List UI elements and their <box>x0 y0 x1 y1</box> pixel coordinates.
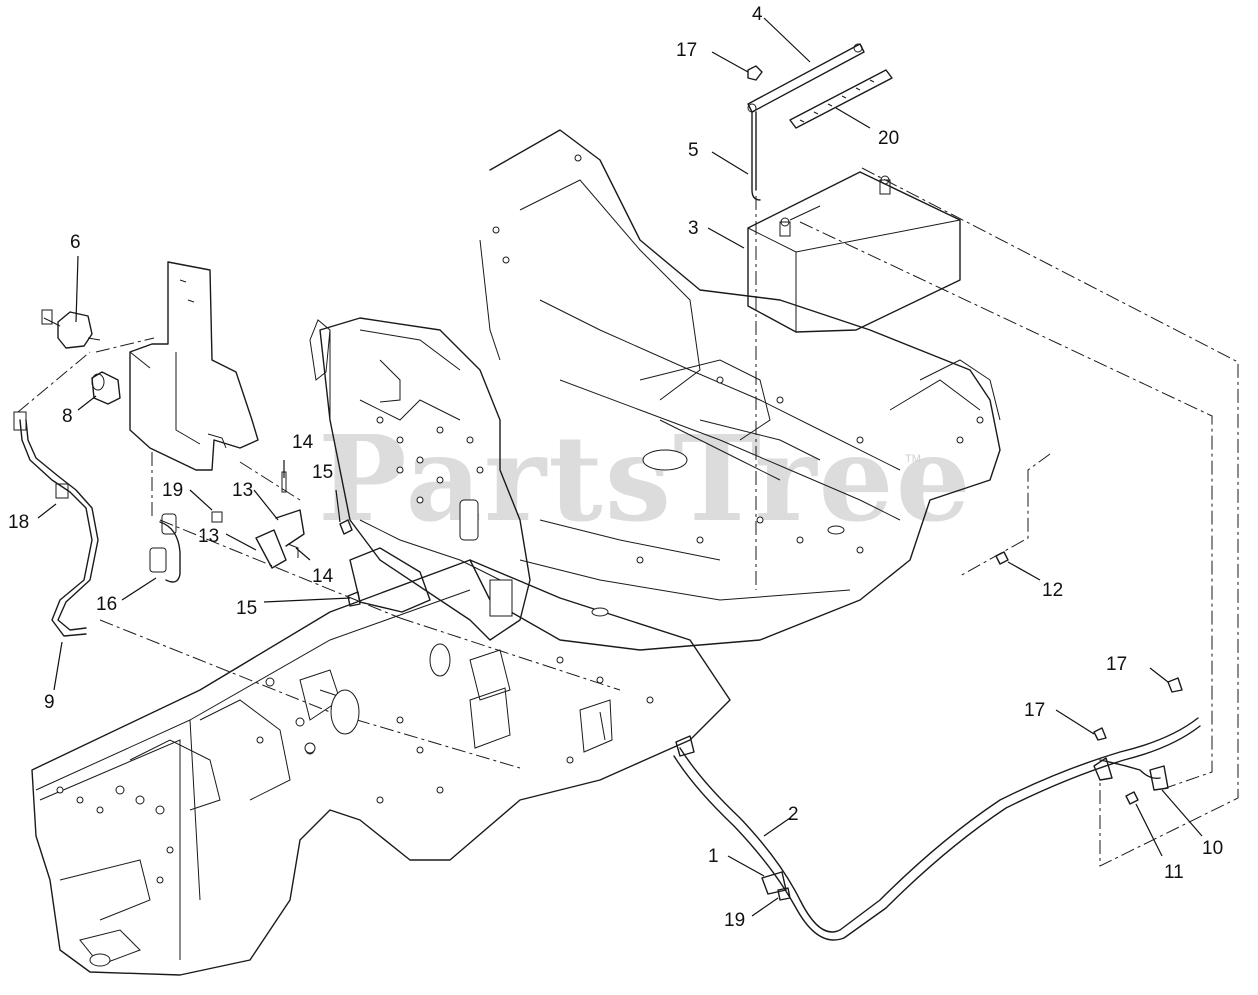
callout-18: 18 <box>8 512 29 533</box>
callout-8: 8 <box>62 406 73 427</box>
callout-17-top: 17 <box>676 40 697 61</box>
watermark-trademark: TM <box>905 453 921 465</box>
callout-9: 9 <box>44 692 55 713</box>
bracket-hardware <box>211 471 431 613</box>
callout-19-left: 19 <box>162 480 183 501</box>
callout-6: 6 <box>70 232 81 253</box>
callout-2: 2 <box>788 804 799 825</box>
battery <box>747 171 961 333</box>
battery-hold-down <box>747 43 893 201</box>
callout-10: 10 <box>1202 838 1223 859</box>
watermark-text: PartsTree <box>318 409 973 548</box>
leader-lines <box>37 17 1203 917</box>
nut-top <box>747 65 763 81</box>
bottom-hardware <box>761 677 1183 901</box>
callout-17-right: 17 <box>1106 654 1127 675</box>
callout-11: 11 <box>1164 862 1184 883</box>
callout-15-lower: 15 <box>236 598 257 619</box>
assembly-phantom-lines <box>17 167 1239 867</box>
callout-4: 4 <box>752 4 763 25</box>
main-frame <box>31 559 731 976</box>
callout-19-bottom: 19 <box>724 910 745 931</box>
switch-8 <box>91 371 121 405</box>
upper-frame <box>469 129 1001 651</box>
cable-18 <box>13 411 99 637</box>
cable-16 <box>149 513 181 583</box>
callout-3: 3 <box>688 218 699 239</box>
watermark: PartsTree TM <box>318 409 973 548</box>
switch-6 <box>41 309 101 349</box>
callout-14-lower: 14 <box>312 566 334 587</box>
callout-13-lower: 13 <box>198 526 219 547</box>
callout-16: 16 <box>96 594 117 615</box>
callout-labels: 4 17 20 5 3 6 8 18 9 16 19 13 13 14 14 1… <box>8 4 1223 931</box>
callout-13-upper: 13 <box>232 480 253 501</box>
callout-12: 12 <box>1042 580 1063 601</box>
callout-17-mid: 17 <box>1024 700 1045 721</box>
callout-14-upper: 14 <box>292 432 314 453</box>
callout-15-upper: 15 <box>312 462 333 483</box>
front-plate <box>309 317 531 641</box>
mounting-bracket <box>129 261 259 471</box>
callout-1: 1 <box>708 846 719 867</box>
callout-5: 5 <box>688 140 699 161</box>
cable-2 <box>673 717 1201 941</box>
nut-12 <box>995 551 1009 565</box>
callout-20: 20 <box>878 128 899 149</box>
